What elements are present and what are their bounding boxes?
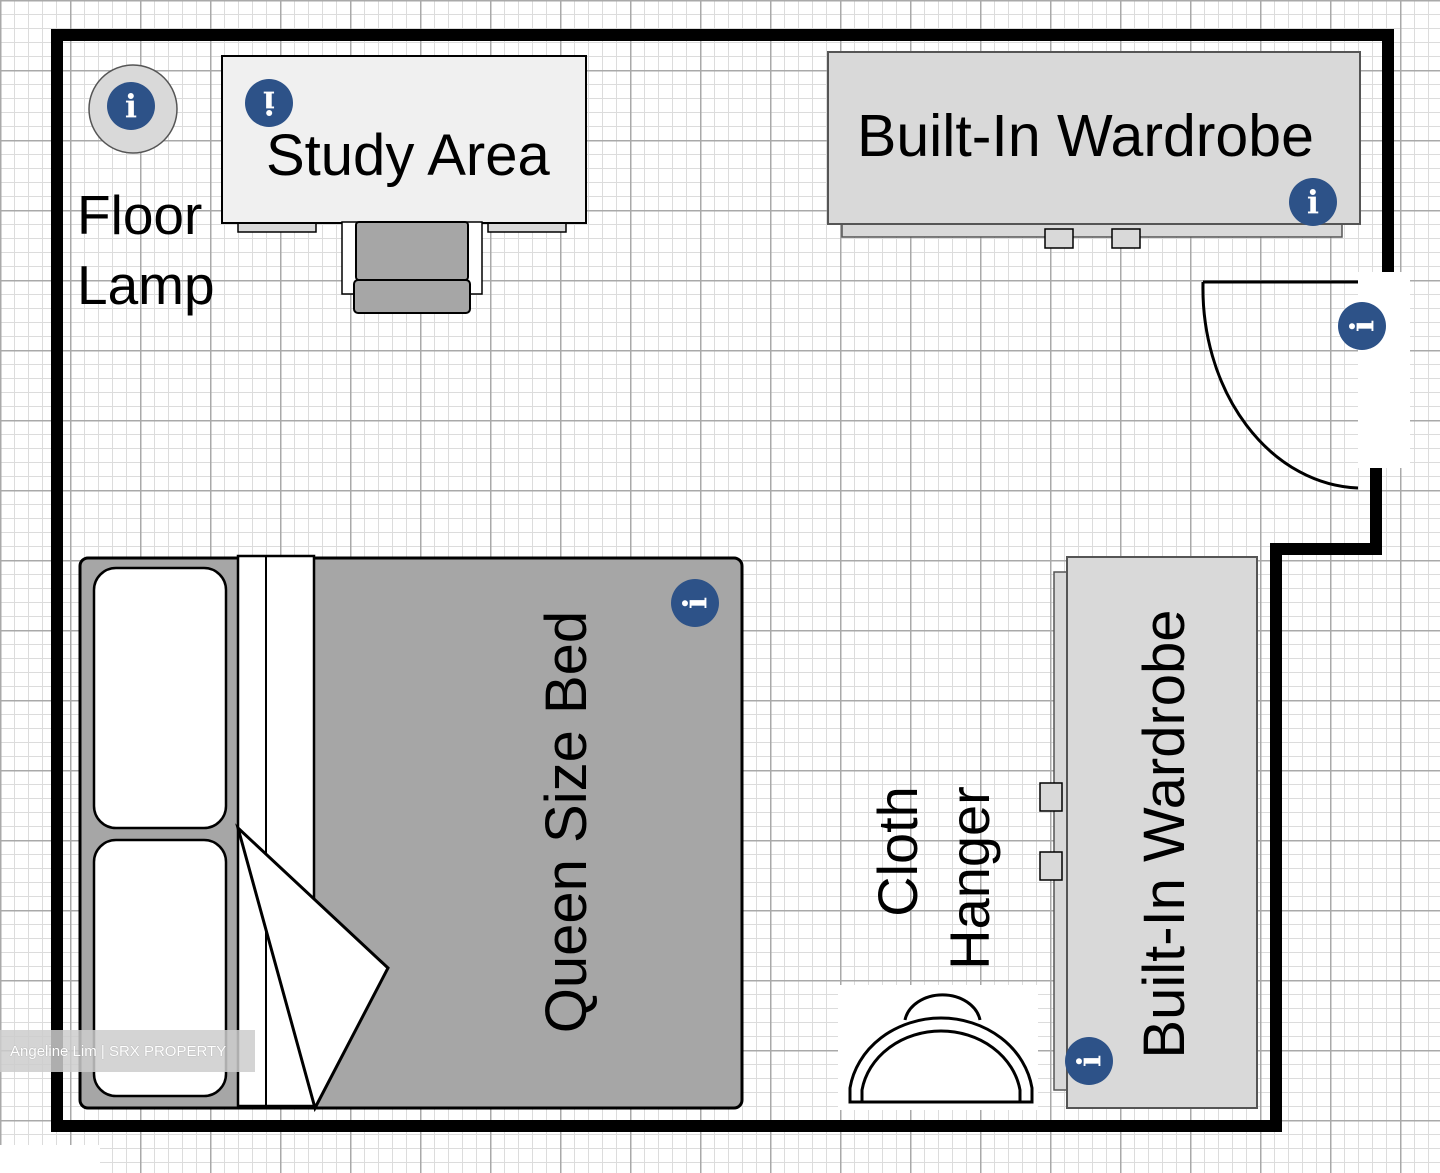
wardrobe-right-door-strip bbox=[1053, 571, 1069, 1091]
chair-seat bbox=[355, 221, 469, 281]
bed-pillow bbox=[92, 566, 228, 830]
door-swing-arc bbox=[1201, 281, 1359, 490]
wardrobe-right-handle bbox=[1039, 782, 1063, 812]
cloth-hanger-label-line2: Hanger bbox=[938, 786, 1001, 970]
info-icon-bed[interactable]: i bbox=[671, 579, 719, 627]
wardrobe-right-body bbox=[1066, 556, 1258, 1109]
bed-label: Queen Size Bed bbox=[534, 610, 599, 1034]
watermark: Angeline Lim | SRX PROPERTY bbox=[0, 1030, 255, 1072]
wardrobe-top-body bbox=[827, 51, 1361, 225]
wardrobe-top-door-strip bbox=[841, 222, 1343, 238]
bed-sheet-corner bbox=[235, 823, 390, 1113]
info-icon-wardrobe-top[interactable]: i bbox=[1289, 178, 1337, 226]
study-area-label: Study Area bbox=[266, 123, 550, 188]
floor-lamp-label-line2: Lamp bbox=[77, 254, 215, 316]
cloth-hanger-top-arc bbox=[903, 993, 982, 1021]
wardrobe-right-label: Built-In Wardrobe bbox=[1132, 609, 1197, 1059]
floor-lamp-label: Floor Lamp bbox=[77, 180, 215, 320]
chair-back bbox=[353, 279, 471, 314]
corner-patch bbox=[0, 1145, 100, 1173]
wardrobe-top-handle bbox=[1111, 228, 1141, 249]
floor-lamp-label-line1: Floor bbox=[77, 184, 203, 246]
info-icon-floor-lamp[interactable]: i bbox=[107, 82, 155, 130]
cloth-hanger-shape bbox=[848, 1016, 1034, 1104]
cloth-hanger-label: Cloth Hanger bbox=[862, 786, 1006, 970]
info-icon-wardrobe-right[interactable]: i bbox=[1065, 1037, 1113, 1085]
info-icon-door[interactable]: i bbox=[1338, 302, 1386, 350]
cloth-hanger-inner-arc bbox=[860, 1029, 1022, 1102]
room-wall bbox=[51, 29, 1394, 1132]
wardrobe-top-label: Built-In Wardrobe bbox=[857, 103, 1314, 169]
cloth-hanger-label-line1: Cloth bbox=[866, 786, 929, 917]
wardrobe-top-handle bbox=[1044, 228, 1074, 249]
wardrobe-right-handle bbox=[1039, 851, 1063, 881]
info-icon-study-area[interactable]: i bbox=[245, 79, 293, 127]
